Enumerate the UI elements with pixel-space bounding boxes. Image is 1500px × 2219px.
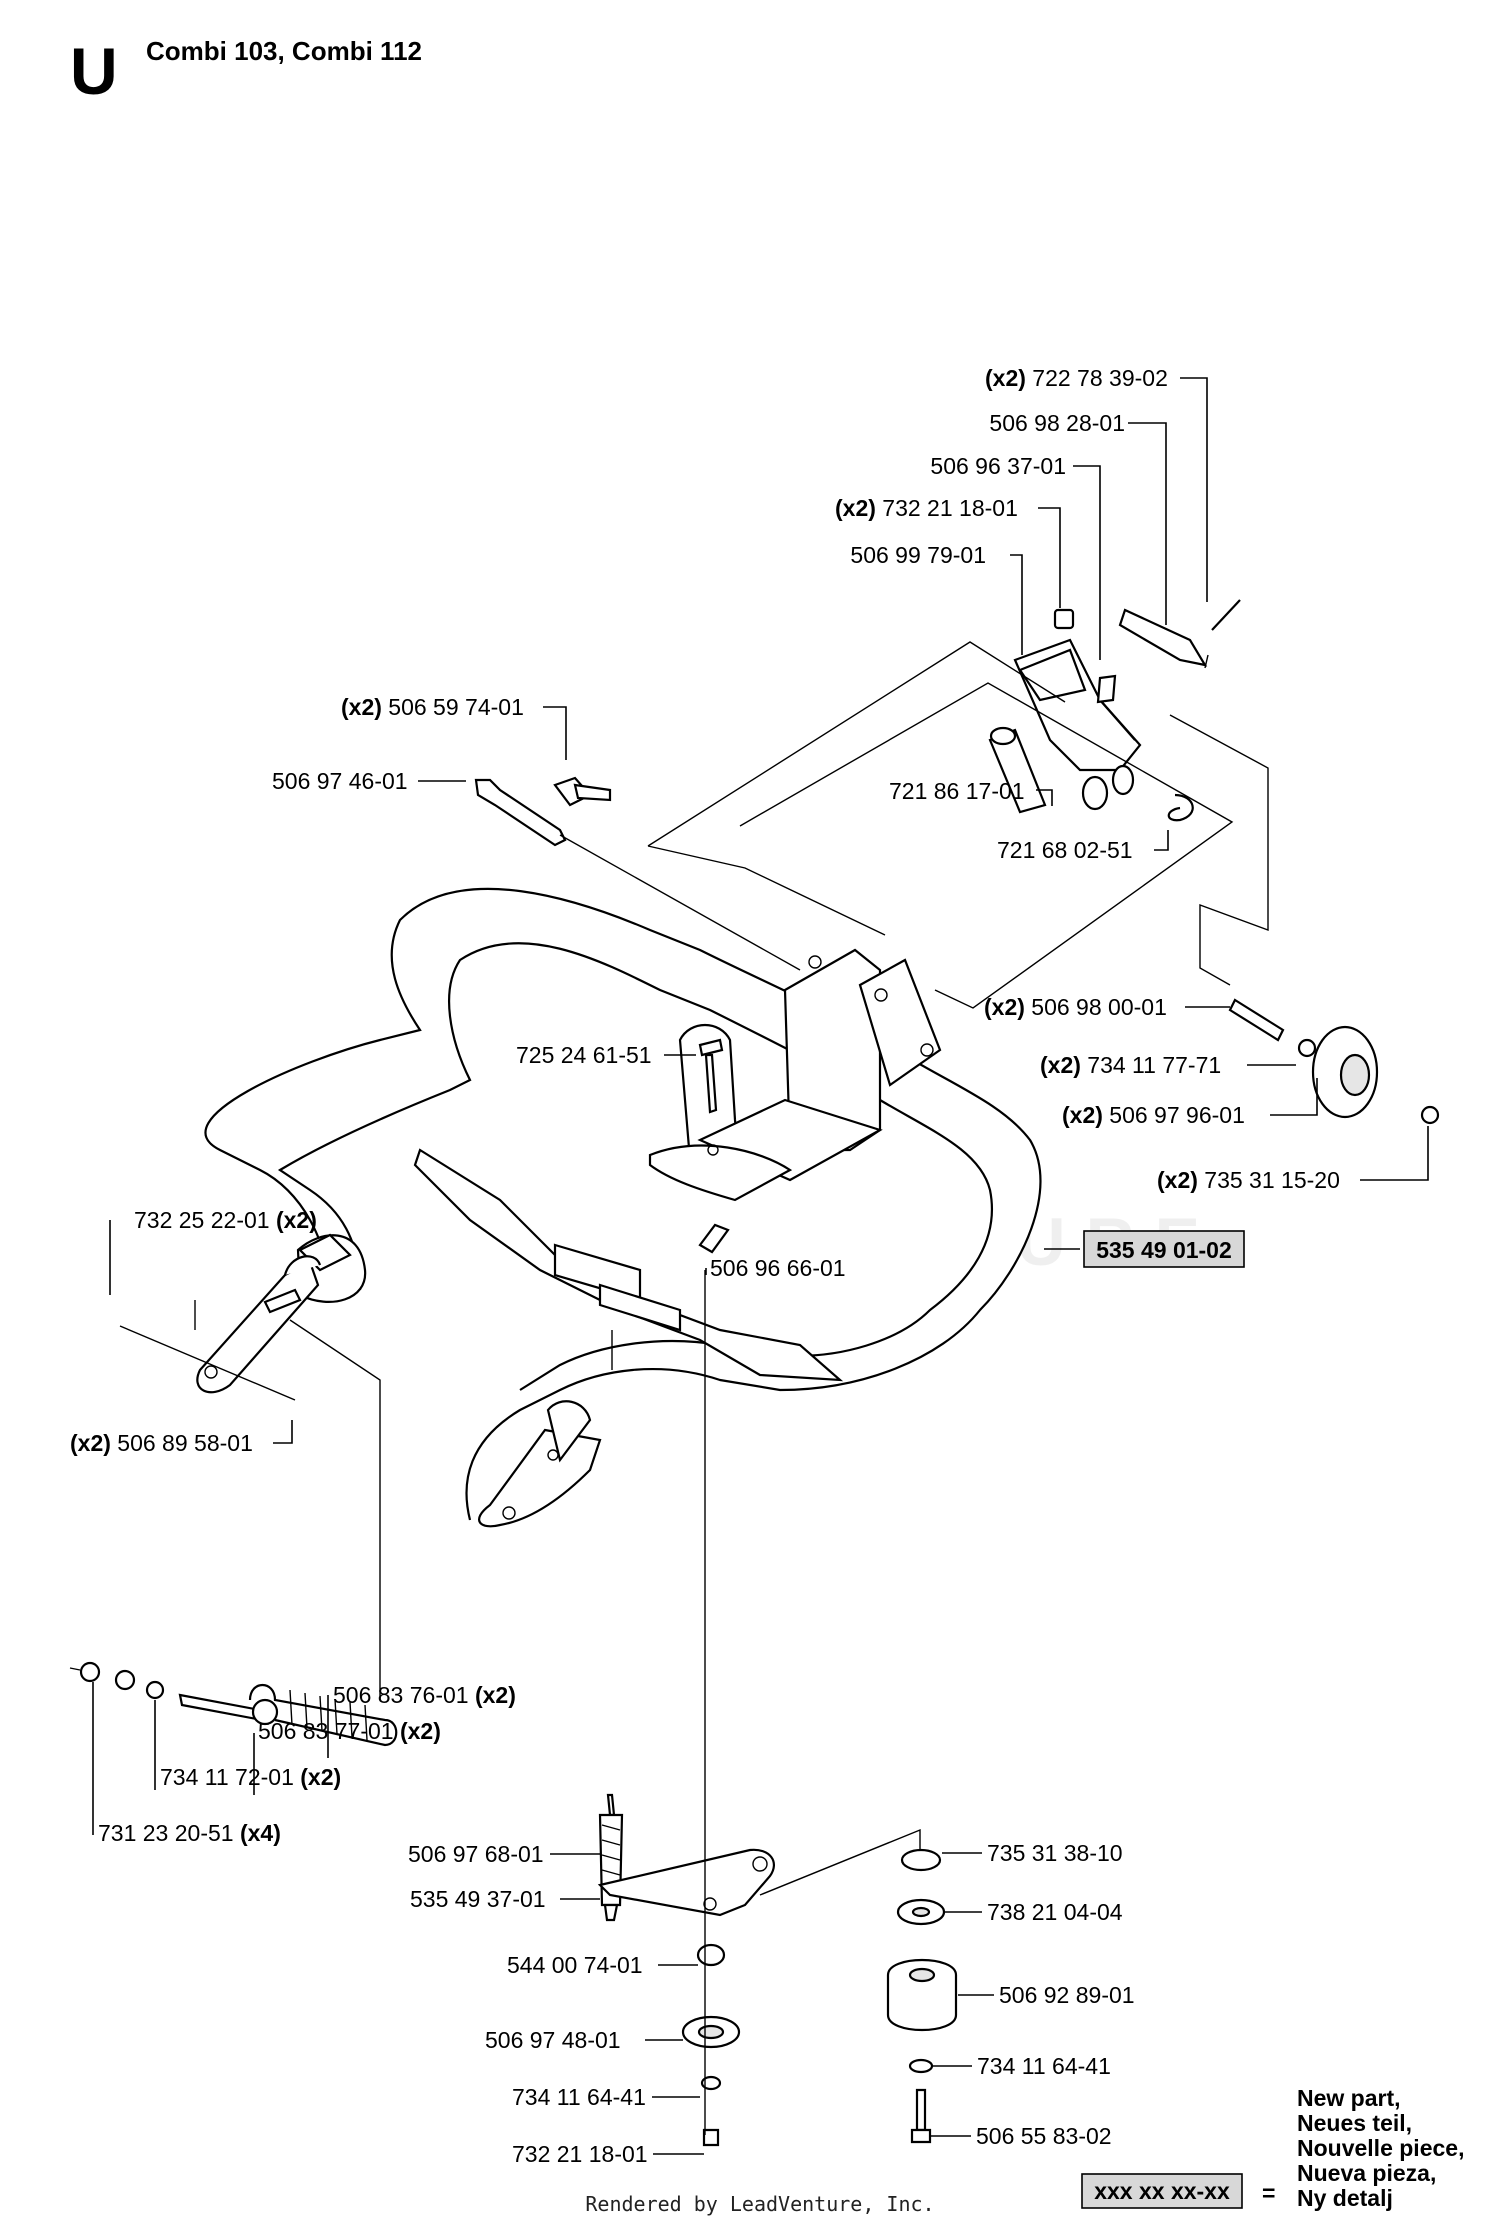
assembly-number: 535 49 01-02 [1096,1237,1232,1263]
part-label: (x2) 506 97 96-01 [1062,1102,1245,1128]
part-label: 721 68 02-51 [997,837,1133,863]
part-label: 544 00 74-01 [507,1952,643,1978]
part-label: (x2) 506 59 74-01 [341,694,524,720]
part-label: (x2) 735 31 15-20 [1157,1167,1340,1193]
page-title: Combi 103, Combi 112 [146,36,422,66]
spring-tensioner [69,1661,398,1747]
long-rod-and-bolts [474,776,801,1254]
section-letter: U [70,34,118,108]
part-label: 506 96 37-01 [930,453,1066,479]
part-label: 506 92 89-01 [999,1982,1135,2008]
assembly-number-box: 535 49 01-02 [1083,1230,1245,1268]
part-label: (x2) 722 78 39-02 [985,365,1168,391]
part-label: (x2) 506 98 00-01 [984,994,1167,1020]
part-label: 506 97 46-01 [272,768,408,794]
frame-plates [196,1148,844,1528]
part-label: 731 23 20-51 (x4) [98,1820,281,1846]
legend-line: Neues teil, [1297,2110,1412,2136]
mount-bracket [648,948,942,1202]
part-label: 738 21 04-04 [987,1899,1123,1925]
legend-line: Nueva pieza, [1297,2160,1436,2186]
new-part-legend: New part, Neues teil, Nouvelle piece, Nu… [1081,2085,1464,2211]
part-label: 734 11 64-41 [977,2053,1111,2079]
part-label: 506 98 28-01 [989,410,1125,436]
part-label: 506 96 66-01 [710,1255,846,1281]
part-label: (x2) 734 11 77-71 [1040,1052,1221,1078]
part-label: 732 21 18-01 [512,2141,648,2167]
part-label: 734 11 72-01 (x2) [160,1764,341,1790]
part-label: 725 24 61-51 [516,1042,652,1068]
legend-equals: = [1262,2180,1275,2206]
leader-lines [92,377,1429,2155]
part-label: 506 97 68-01 [408,1841,544,1867]
part-label: 506 83 76-01 (x2) [333,1682,516,1708]
part-label: 506 99 79-01 [850,542,986,568]
part-label: 506 97 48-01 [485,2027,621,2053]
part-label: 506 83 77-01 (x2) [258,1718,441,1744]
part-label: 535 49 37-01 [410,1886,546,1912]
legend-sample-box: xxx xx xx-xx [1094,2178,1230,2204]
legend-line: Nouvelle piece, [1297,2135,1464,2161]
pulley-arm-assembly [597,1793,775,2147]
legend-line: New part, [1297,2085,1401,2111]
wheel-assembly [1228,998,1440,1125]
part-label: (x2) 506 89 58-01 [70,1430,253,1456]
part-labels: (x2) 722 78 39-02 506 98 28-01 506 96 37… [70,365,1340,2167]
part-label: 721 86 17-01 [889,778,1025,804]
part-label: (x2) 732 21 18-01 [835,495,1018,521]
legend-line: Ny detalj [1297,2185,1393,2211]
part-label: 732 25 22-01 (x2) [134,1207,317,1233]
upper-mechanism [988,599,1241,822]
part-label: 735 31 38-10 [987,1840,1123,1866]
idler-pulley-assembly [886,1848,958,2144]
part-label: 734 11 64-41 [512,2084,646,2110]
footer-credit: Rendered by LeadVenture, Inc. [585,2192,934,2216]
part-label: 506 55 83-02 [976,2123,1112,2149]
